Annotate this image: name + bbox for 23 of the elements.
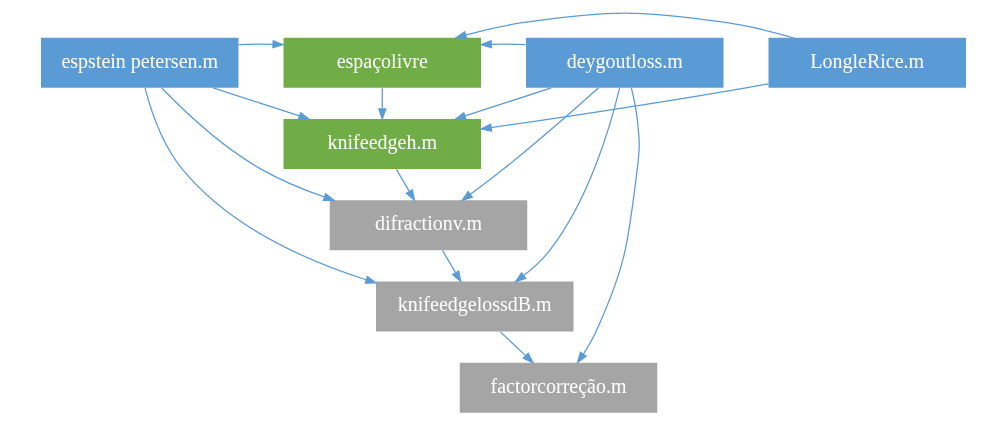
arrow [395,168,415,202]
arrow [499,331,534,364]
node-box: factorcorreção.m [459,362,657,413]
arrow [478,83,769,132]
arrow [460,87,599,202]
node-box: LongleRice.m [768,37,966,88]
arrow [576,87,640,365]
arrow [478,39,526,49]
arrow [237,39,285,49]
node-box: difractionv.m [329,200,527,251]
node-box: espaçolivre [283,37,481,88]
node-box: knifeedgelossdB.m [375,281,573,332]
node-box: deygoutloss.m [525,37,723,88]
arrow [143,87,378,284]
arrow [160,87,336,201]
node-box: knifeedgeh.m [283,119,481,170]
arrow [212,87,311,120]
arrow [513,87,620,283]
arrow [453,12,794,40]
arrow [453,87,552,120]
arrow [377,87,387,121]
arrow [441,250,462,284]
node-box: espstein petersen.m [40,37,238,88]
